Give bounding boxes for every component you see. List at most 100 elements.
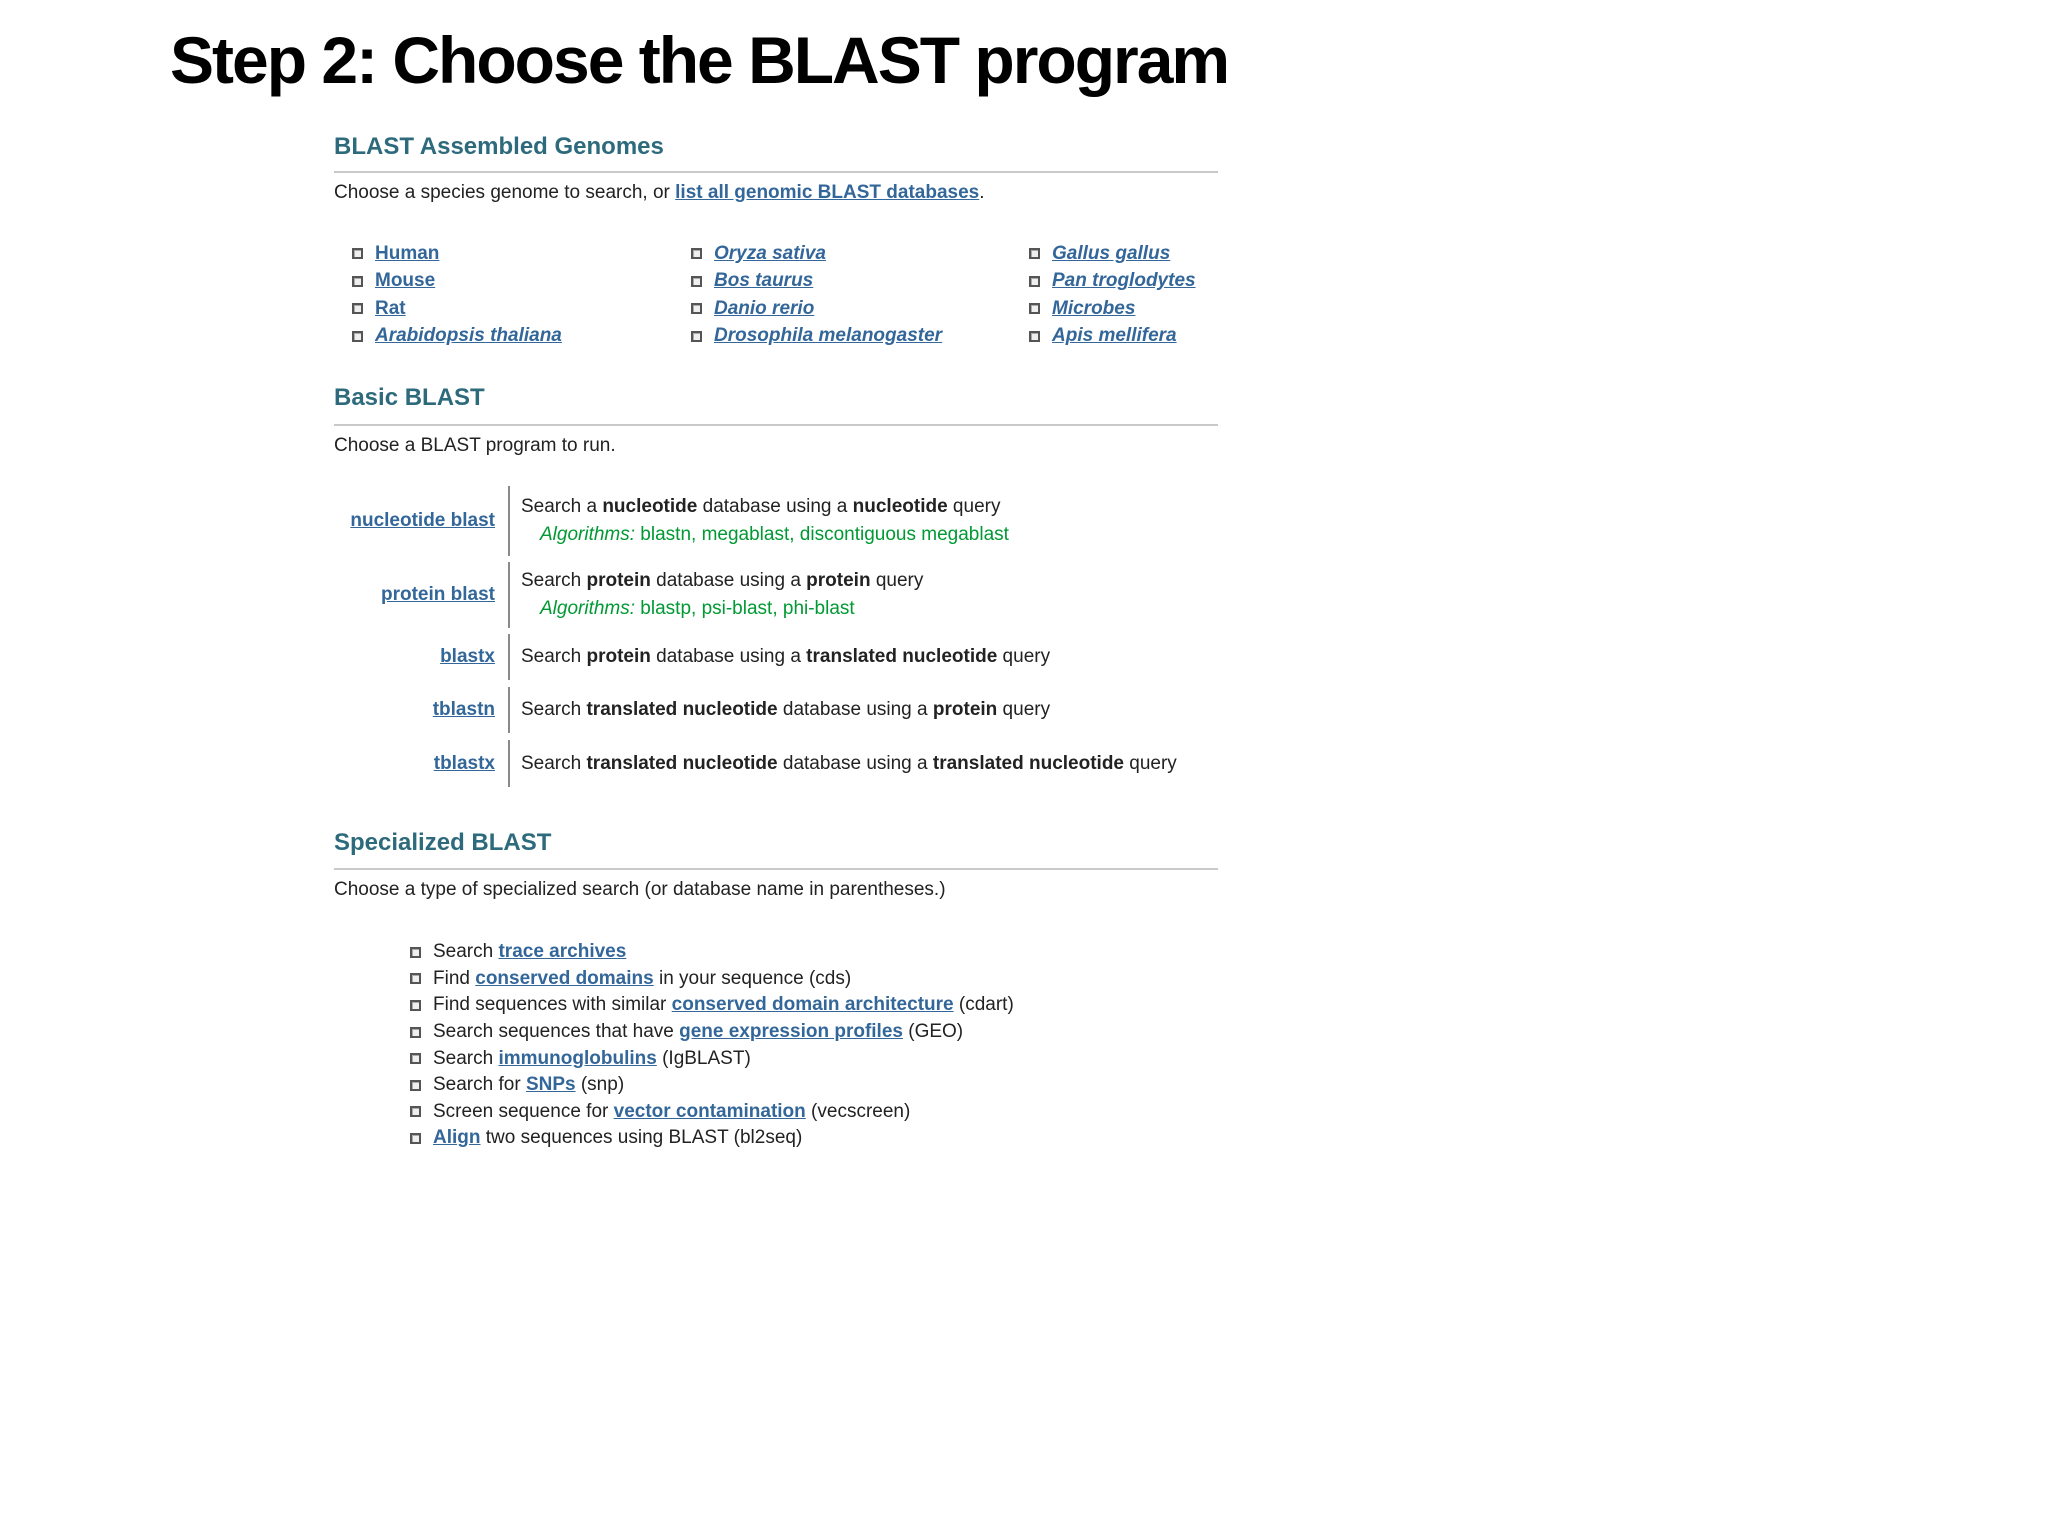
blastx-link[interactable]: blastx bbox=[440, 646, 495, 667]
text-segment: database using a bbox=[777, 752, 933, 774]
square-bullet-icon bbox=[410, 946, 421, 958]
list-item-text: Screen sequence for vector contamination… bbox=[433, 1101, 910, 1123]
table-row-nucleotide-blast: nucleotide blast Search a nucleotide dat… bbox=[334, 486, 1218, 556]
text-segment: two sequences using BLAST (bl2seq) bbox=[480, 1127, 803, 1149]
species-label: Apis mellifera bbox=[1052, 325, 1177, 347]
species-label: Human bbox=[375, 243, 439, 265]
species-label: Bos taurus bbox=[714, 270, 813, 292]
inline-link[interactable]: Gallus gallus bbox=[1052, 242, 1171, 264]
text-segment: Algorithms: bbox=[540, 598, 636, 619]
species-item-drosophila: Drosophila melanogaster bbox=[691, 323, 942, 351]
protein-blast-link[interactable]: protein blast bbox=[380, 584, 495, 605]
square-bullet-icon bbox=[691, 330, 702, 342]
list-item-igblast: Search immunoglobulins (IgBLAST) bbox=[410, 1045, 1014, 1072]
species-item-arabidopsis: Arabidopsis thaliana bbox=[352, 323, 562, 351]
list-item-text: Find sequences with similar conserved do… bbox=[433, 994, 1014, 1016]
square-bullet-icon bbox=[352, 330, 363, 342]
inline-link[interactable]: trace archives bbox=[498, 941, 627, 963]
inline-link[interactable]: Danio rerio bbox=[714, 297, 815, 319]
text-segment: protein bbox=[586, 646, 651, 667]
list-item-geo: Search sequences that have gene expressi… bbox=[410, 1019, 1014, 1046]
inline-link[interactable]: Bos taurus bbox=[714, 270, 814, 292]
text-segment: translated nucleotide bbox=[586, 699, 778, 720]
text-segment: Algorithms: bbox=[540, 524, 636, 545]
species-item-mouse: Mouse bbox=[352, 268, 562, 296]
text-segment: query bbox=[1124, 752, 1177, 774]
slide-title: Step 2: Choose the BLAST program bbox=[170, 23, 1230, 97]
species-label: Rat bbox=[375, 298, 406, 320]
species-label: Danio rerio bbox=[714, 298, 814, 320]
inline-link[interactable]: Oryza sativa bbox=[714, 242, 826, 264]
tblastn-link[interactable]: tblastn bbox=[432, 699, 495, 720]
inline-link[interactable]: conserved domains bbox=[475, 967, 654, 989]
nucleotide-blast-link[interactable]: nucleotide blast bbox=[350, 510, 495, 531]
text-segment: Find bbox=[433, 967, 476, 989]
square-bullet-icon bbox=[352, 275, 363, 287]
text-segment: Search bbox=[521, 752, 587, 774]
text-segment: translated nucleotide bbox=[586, 752, 778, 774]
list-item-conserved-domains: Find conserved domains in your sequence … bbox=[410, 966, 1014, 993]
specialized-search-list: Search trace archives Find conserved dom… bbox=[410, 939, 1014, 1152]
program-desc-cell: Search translated nucleotide database us… bbox=[508, 687, 1050, 733]
table-row-blastx: blastx Search protein database using a t… bbox=[334, 634, 1218, 680]
species-label: Arabidopsis thaliana bbox=[375, 325, 562, 347]
program-desc-cell: Search protein database using a translat… bbox=[508, 634, 1050, 680]
table-row-tblastn: tblastn Search translated nucleotide dat… bbox=[334, 687, 1218, 733]
blast-page-content: BLAST Assembled Genomes Choose a species… bbox=[334, 0, 1218, 1536]
inline-link[interactable]: Rat bbox=[375, 297, 406, 319]
text-segment: database using a bbox=[650, 570, 807, 591]
program-algorithms: Algorithms: blastn, megablast, discontig… bbox=[521, 521, 1009, 549]
species-label: Pan troglodytes bbox=[1052, 270, 1196, 292]
text-segment: Search bbox=[433, 1047, 499, 1069]
square-bullet-icon bbox=[1029, 275, 1040, 287]
inline-link[interactable]: Drosophila melanogaster bbox=[714, 325, 943, 347]
text-segment: (vecscreen) bbox=[805, 1100, 911, 1122]
inline-link[interactable]: Pan troglodytes bbox=[1052, 270, 1196, 292]
species-item-pan: Pan troglodytes bbox=[1029, 268, 1196, 296]
tblastx-link[interactable]: tblastx bbox=[433, 752, 495, 774]
square-bullet-icon bbox=[1029, 303, 1040, 315]
text-segment: (snp) bbox=[575, 1074, 625, 1096]
text-segment: (IgBLAST) bbox=[656, 1047, 751, 1069]
inline-link[interactable]: Apis mellifera bbox=[1052, 325, 1177, 347]
program-desc-cell: Search a nucleotide database using a nuc… bbox=[508, 486, 1009, 556]
inline-link[interactable]: gene expression profiles bbox=[679, 1021, 903, 1043]
list-item-vecscreen: Screen sequence for vector contamination… bbox=[410, 1099, 1014, 1126]
inline-link[interactable]: Align bbox=[433, 1127, 481, 1149]
text-segment: blastn, megablast, discontiguous megabla… bbox=[635, 524, 1009, 545]
text-segment: (GEO) bbox=[902, 1021, 964, 1043]
list-item-text: Find conserved domains in your sequence … bbox=[433, 968, 851, 990]
text-segment: Search for bbox=[433, 1074, 526, 1096]
blast-program-table: nucleotide blast Search a nucleotide dat… bbox=[334, 486, 1218, 787]
inline-link[interactable]: vector contamination bbox=[613, 1100, 806, 1122]
program-link-cell: nucleotide blast bbox=[334, 486, 495, 556]
program-desc-cell: Search protein database using a protein … bbox=[508, 562, 923, 628]
inline-link[interactable]: Mouse bbox=[375, 270, 436, 292]
species-label: Mouse bbox=[375, 270, 435, 292]
text-segment: query bbox=[870, 570, 924, 591]
list-item-snp: Search for SNPs (snp) bbox=[410, 1072, 1014, 1099]
genomes-intro: Choose a species genome to search, or li… bbox=[334, 181, 985, 205]
text-segment: Search bbox=[521, 699, 587, 720]
text-segment: protein bbox=[586, 570, 651, 591]
program-description: Search translated nucleotide database us… bbox=[521, 750, 1177, 778]
inline-link[interactable]: list all genomic BLAST databases bbox=[675, 182, 980, 203]
basic-intro: Choose a BLAST program to run. bbox=[334, 435, 616, 456]
program-desc-cell: Search translated nucleotide database us… bbox=[508, 740, 1177, 787]
program-link-cell: blastx bbox=[334, 634, 495, 680]
species-item-rat: Rat bbox=[352, 295, 562, 323]
square-bullet-icon bbox=[410, 973, 421, 985]
square-bullet-icon bbox=[410, 1026, 421, 1038]
inline-link[interactable]: conserved domain architecture bbox=[671, 994, 954, 1016]
square-bullet-icon bbox=[352, 248, 363, 260]
inline-link[interactable]: SNPs bbox=[525, 1074, 576, 1096]
inline-link[interactable]: Microbes bbox=[1052, 297, 1136, 319]
species-column-2: Oryza sativa Bos taurus Danio rerio Dros… bbox=[691, 240, 942, 350]
inline-link[interactable]: immunoglobulins bbox=[498, 1047, 657, 1069]
inline-link[interactable]: Human bbox=[375, 242, 440, 264]
inline-link[interactable]: Arabidopsis thaliana bbox=[375, 325, 562, 347]
text-segment: Search bbox=[521, 570, 587, 591]
section-rule bbox=[334, 424, 1218, 426]
square-bullet-icon bbox=[1029, 330, 1040, 342]
